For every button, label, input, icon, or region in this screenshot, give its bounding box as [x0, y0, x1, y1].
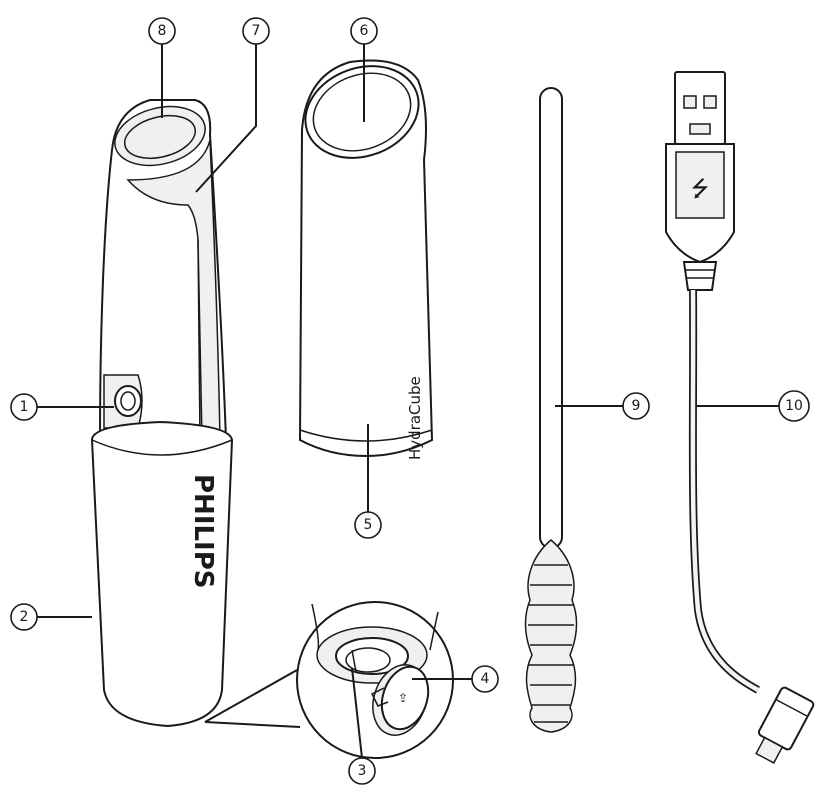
callout-1: 1 — [11, 394, 37, 420]
callout-9: 9 — [623, 393, 649, 419]
brand-logo-text: PHILIPS — [188, 474, 218, 589]
svg-text:4: 4 — [481, 671, 490, 687]
svg-text:3: 3 — [358, 763, 367, 779]
callout-7: 7 — [243, 18, 269, 44]
svg-text:5: 5 — [364, 517, 373, 533]
svg-text:10: 10 — [785, 398, 803, 414]
callout-6: 6 — [351, 18, 377, 44]
device-body: PHILIPS — [92, 98, 232, 726]
svg-text:8: 8 — [158, 23, 167, 39]
protective-cap: HydraCube — [292, 51, 432, 460]
svg-text:⭍: ⭍ — [691, 177, 709, 202]
svg-text:6: 6 — [360, 23, 369, 39]
callout-4: 4 — [472, 666, 498, 692]
svg-text:2: 2 — [20, 609, 29, 625]
svg-text:⇪: ⇪ — [398, 691, 408, 705]
callout-5: 5 — [355, 512, 381, 538]
micro-usb-plug — [749, 686, 815, 766]
callout-8: 8 — [149, 18, 175, 44]
cleaning-brush — [526, 88, 577, 732]
svg-text:1: 1 — [20, 399, 29, 415]
callout-2: 2 — [11, 604, 37, 630]
callout-10: 10 — [779, 391, 809, 421]
callout-3: 3 — [349, 758, 375, 784]
brush-bristles — [526, 540, 577, 732]
product-name-text: HydraCube — [406, 376, 424, 460]
svg-text:9: 9 — [632, 398, 641, 414]
svg-text:7: 7 — [252, 23, 261, 39]
power-button — [104, 375, 142, 428]
